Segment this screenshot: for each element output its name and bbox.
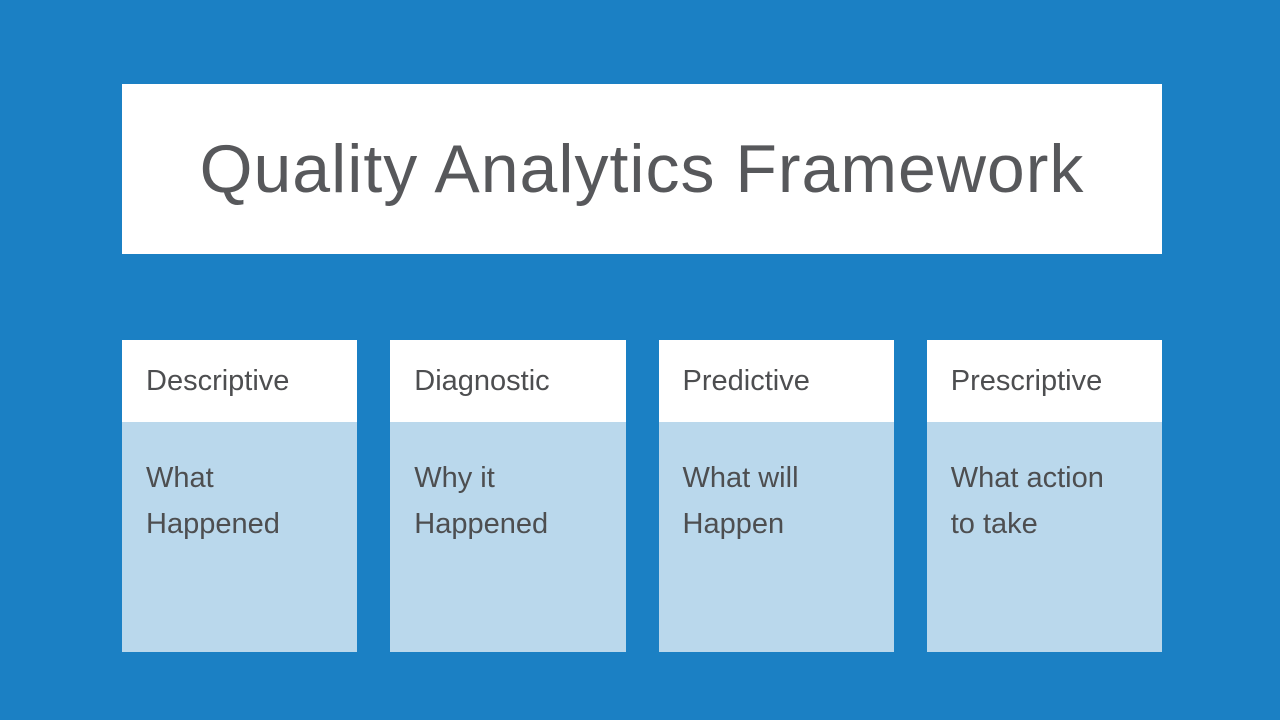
card-descriptive: Descriptive What Happened <box>122 340 358 652</box>
card-predictive-header: Predictive <box>658 340 894 422</box>
slide-title: Quality Analytics Framework <box>199 131 1085 207</box>
analytics-cards-row: Descriptive What Happened Diagnostic Why… <box>122 340 1162 652</box>
card-descriptive-body: What Happened <box>146 462 280 540</box>
title-banner: Quality Analytics Framework <box>122 84 1162 254</box>
card-diagnostic-header: Diagnostic <box>390 340 626 422</box>
card-prescriptive-header: Prescriptive <box>926 340 1162 422</box>
card-diagnostic: Diagnostic Why it Happened <box>390 340 626 652</box>
card-descriptive-header: Descriptive <box>122 340 358 422</box>
card-diagnostic-body: Why it Happened <box>414 462 549 540</box>
card-predictive: Predictive What will Happen <box>658 340 894 652</box>
card-prescriptive-body: What action to take <box>950 462 1104 540</box>
card-prescriptive: Prescriptive What action to take <box>926 340 1162 652</box>
card-predictive-body: What will Happen <box>682 462 799 540</box>
